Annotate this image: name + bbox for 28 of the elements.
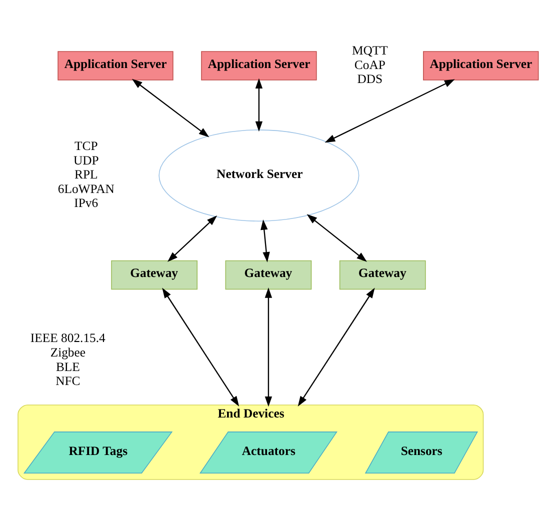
label: CoAP <box>354 58 386 72</box>
label: RPL <box>74 168 98 182</box>
label: 6LoWPAN <box>58 182 114 196</box>
arrow <box>260 219 270 262</box>
arrow <box>264 288 272 407</box>
arrow <box>255 78 263 132</box>
label: MQTT <box>352 43 388 58</box>
label: IPv6 <box>74 196 98 210</box>
label: Zigbee <box>50 345 86 360</box>
node-box: Gateway <box>225 260 312 290</box>
label: TCP <box>74 138 98 153</box>
arrow <box>306 214 367 262</box>
node-box: Gateway <box>111 260 198 290</box>
arrow <box>132 78 210 138</box>
label: BLE <box>56 360 80 374</box>
label: NFC <box>56 374 80 388</box>
node-box: Gateway <box>339 260 426 290</box>
label: UDP <box>73 153 99 168</box>
label: IEEE 802.15.4 <box>30 331 106 346</box>
label: DDS <box>357 72 383 86</box>
arrow <box>162 288 240 406</box>
arrow <box>324 79 455 143</box>
arrow <box>167 215 218 262</box>
node-ellipse: Network Server <box>158 130 360 222</box>
node-box: Application Server <box>58 51 174 80</box>
node-box: Application Server <box>201 51 317 80</box>
node-box: Application Server <box>423 51 539 80</box>
arrow <box>298 288 375 406</box>
